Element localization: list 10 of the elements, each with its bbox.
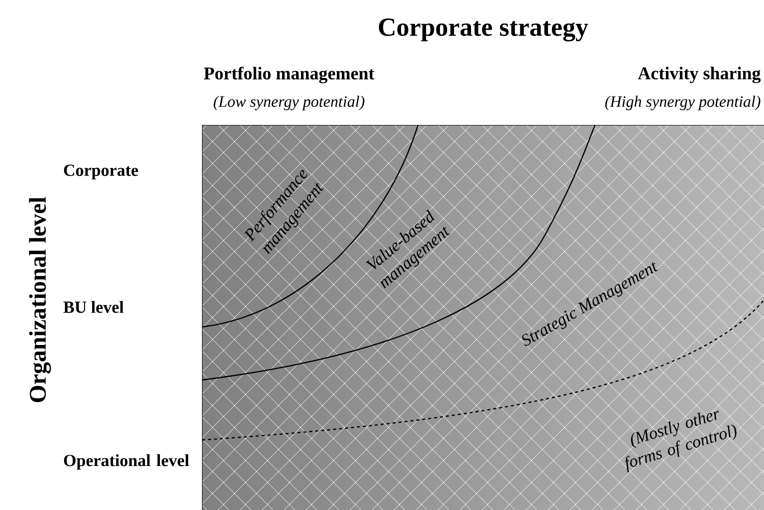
column-heading: Portfolio management [204,66,374,84]
row-label: BU level [63,301,124,313]
row-label: Operational level [64,454,189,470]
column-subheading: (High synergy potential) [605,96,760,110]
region-label: (Mostly other forms of control) [624,410,736,472]
axis-label: Organizational level [29,197,51,402]
column-heading: Activity sharing [638,66,761,84]
title: Corporate strategy [378,18,588,42]
row-label: Corporate [64,164,138,180]
column-subheading: (Low synergy potential) [214,96,364,110]
